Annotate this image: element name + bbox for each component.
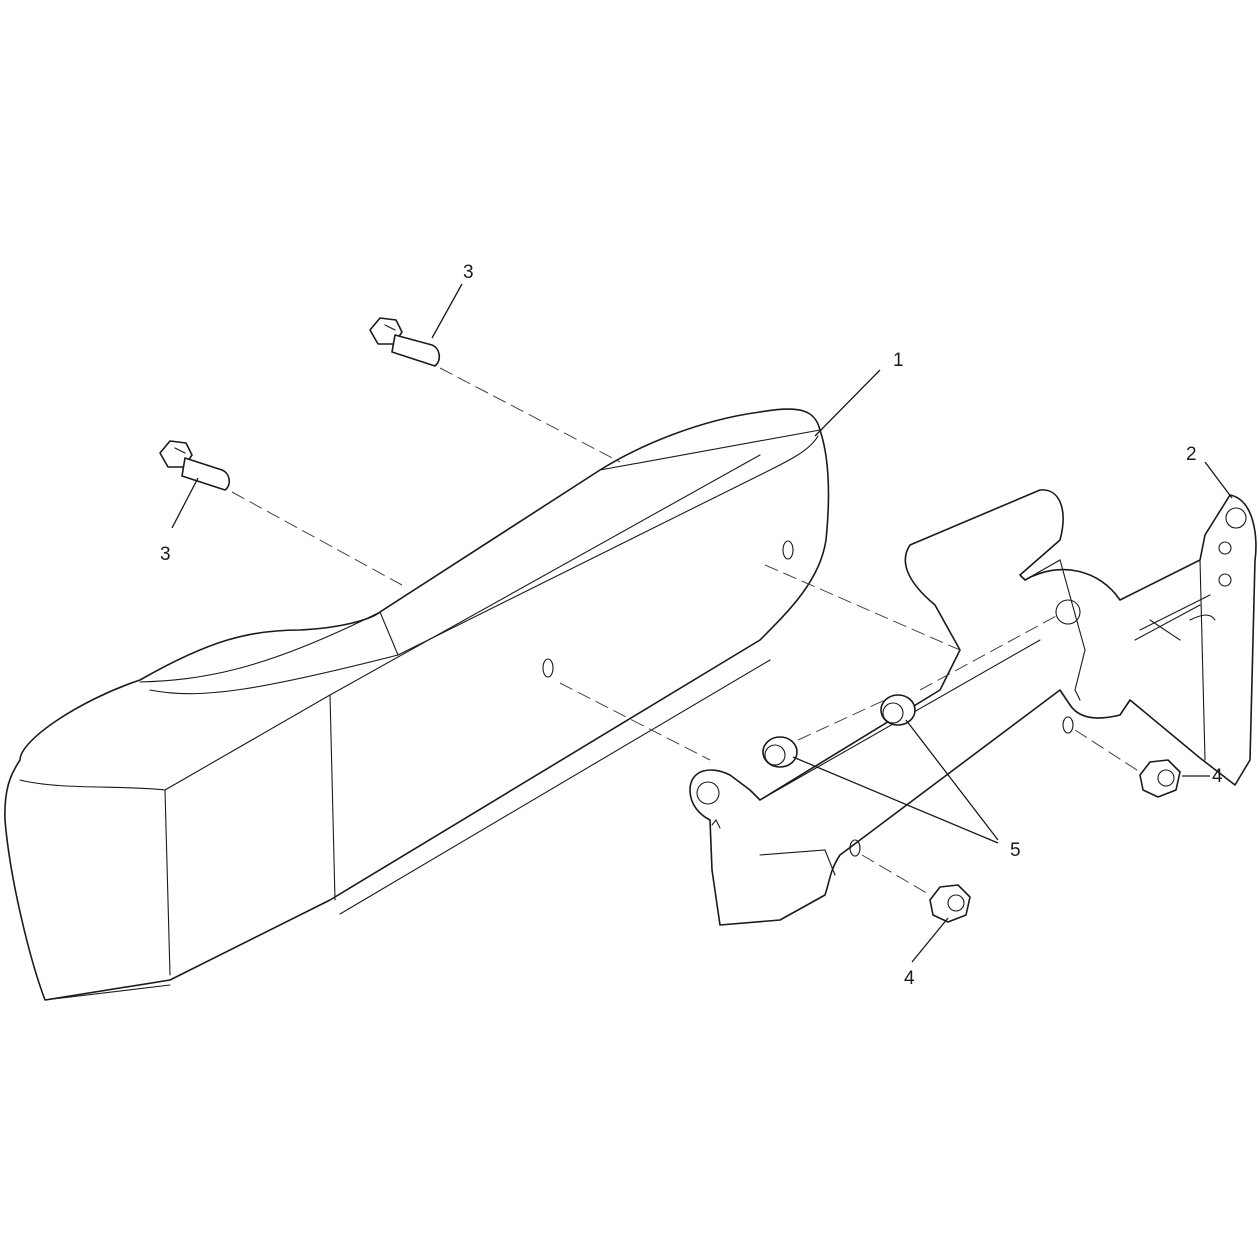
leader-lines — [171, 283, 1233, 963]
callout-3-lower: 3 — [160, 544, 171, 565]
callout-4-lower: 4 — [904, 968, 915, 989]
callout-3-upper: 3 — [463, 262, 474, 283]
callout-5: 5 — [1010, 840, 1021, 861]
part-1-seat-pad — [4, 408, 830, 1001]
part-4-nut-left — [929, 884, 971, 923]
part-3-bolt-lower — [159, 440, 231, 491]
part-5-bushing-upper — [880, 694, 916, 726]
callout-1: 1 — [893, 350, 904, 371]
part-3-bolt-upper — [369, 317, 441, 367]
assembly-center-lines — [231, 367, 1141, 896]
callout-4-right: 4 — [1212, 766, 1223, 787]
callout-2: 2 — [1186, 444, 1197, 465]
part-4-nut-right — [1139, 759, 1181, 798]
part-5-bushing-lower — [762, 736, 798, 768]
